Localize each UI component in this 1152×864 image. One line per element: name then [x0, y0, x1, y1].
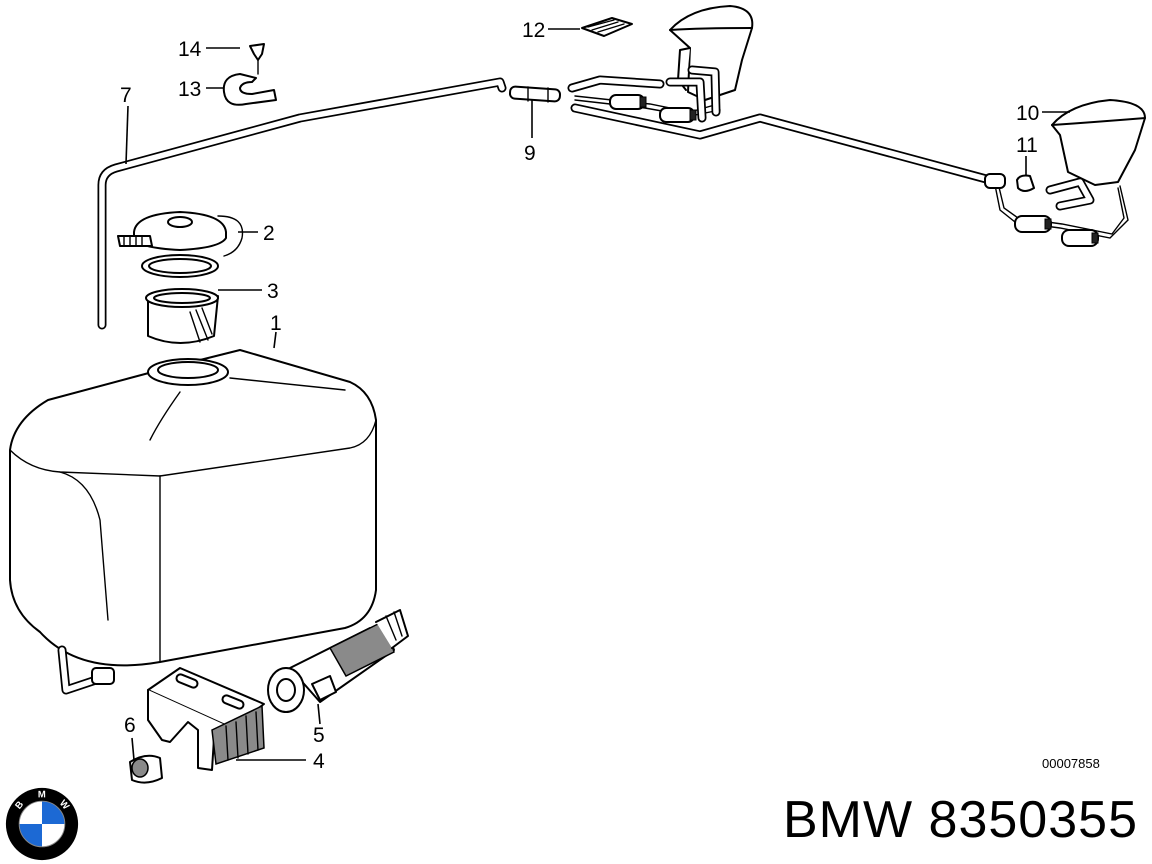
caption-brand: BMW — [783, 791, 914, 849]
callout-5: 5 — [313, 724, 325, 747]
hose-clamp-13 — [222, 73, 277, 106]
screw-14 — [249, 43, 265, 75]
bmw-logo-icon: B M W — [5, 787, 79, 861]
t-connector-9 — [508, 85, 562, 103]
caption-part-number: 8350355 — [928, 791, 1138, 849]
callout-2: 2 — [263, 222, 275, 245]
callout-1: 1 — [270, 312, 282, 335]
filler-strainer-3 — [145, 288, 219, 344]
part-caption: BMW 8350355 — [783, 790, 1138, 850]
callout-10: 10 — [1016, 102, 1039, 125]
nozzle-wiring-right — [984, 173, 1129, 247]
leader-lines — [125, 28, 1070, 761]
callout-13: 13 — [178, 78, 201, 101]
callout-6: 6 — [124, 714, 136, 737]
callout-11: 11 — [1016, 134, 1038, 157]
callout-3: 3 — [267, 280, 279, 303]
callout-9: 9 — [524, 142, 536, 165]
callout-4: 4 — [313, 750, 325, 773]
nozzle-wiring-left — [574, 94, 721, 123]
callout-labels: 1 2 3 4 5 6 7 9 10 11 12 13 14 00007858 — [120, 19, 1100, 773]
callout-14: 14 — [178, 38, 202, 61]
pump-bracket-4 — [147, 667, 265, 771]
callout-7: 7 — [120, 84, 132, 107]
washer-pump-5 — [267, 609, 409, 713]
grommet-6 — [129, 754, 163, 784]
logo-letter-m: M — [38, 789, 46, 800]
filler-cap-2 — [117, 211, 244, 257]
washer-hose-7 — [97, 75, 995, 330]
clip-12 — [581, 17, 633, 37]
callout-12: 12 — [522, 19, 545, 42]
seal-ring — [141, 254, 219, 278]
washer-reservoir-1 — [9, 349, 377, 695]
reference-code: 00007858 — [1042, 756, 1100, 771]
washer-nozzle-upper — [665, 5, 754, 123]
washer-nozzle-10 — [1045, 99, 1146, 211]
svg-text:M: M — [38, 789, 46, 800]
